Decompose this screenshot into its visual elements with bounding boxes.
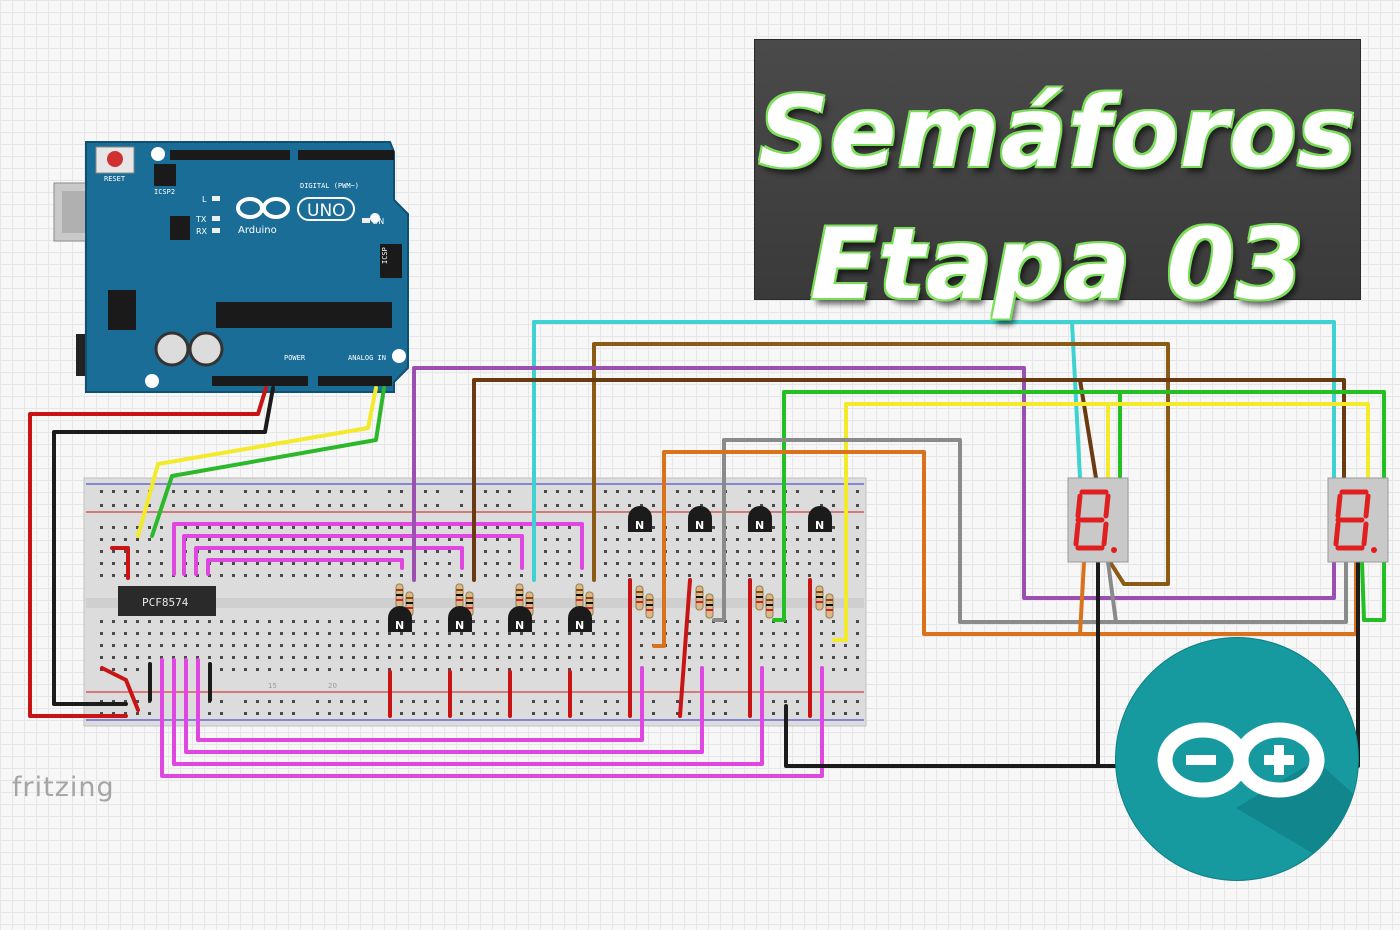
red-wire-5v: [28, 386, 268, 718]
wires: [28, 320, 1386, 778]
pcf8574-chip: PCF8574: [118, 586, 216, 616]
board-brand-label: Arduino: [238, 225, 277, 236]
resistor-1: [455, 583, 464, 609]
arduino-infinity-icon: [236, 197, 290, 219]
magenta-wire-3: [194, 546, 464, 576]
resistor-105: [705, 593, 714, 619]
transistor-label: N: [455, 619, 464, 632]
red-wire-chip: [100, 666, 140, 712]
reset-label: RESET: [104, 175, 126, 183]
gray-wire: [712, 438, 1348, 624]
magenta-wire-6: [172, 658, 764, 766]
resistor-104: [645, 593, 654, 619]
transistor-label: N: [575, 619, 584, 632]
arduino-logo: [1116, 638, 1358, 880]
magenta-wire-1: [172, 522, 584, 576]
yellow-wire-display: [832, 402, 1370, 642]
infinity-logo-icon: [1157, 722, 1325, 798]
resistor-6: [755, 585, 764, 611]
npn-transistor-7: N: [808, 506, 832, 532]
resistor-0: [395, 583, 404, 609]
brown-wire: [592, 342, 1170, 586]
resistor-2: [515, 583, 524, 609]
resistor-7: [815, 585, 824, 611]
icsp2-label: ICSP2: [154, 188, 175, 196]
dark-brown-wire-2: [1078, 378, 1098, 480]
cyan-wire: [532, 320, 1336, 582]
magenta-wire-4: [206, 558, 404, 576]
purple-wire: [412, 366, 1336, 600]
resistor-4: [635, 585, 644, 611]
tx-led-label: TX: [195, 215, 207, 224]
minus-icon: [1186, 755, 1216, 765]
magenta-wire-5: [160, 658, 824, 778]
transistor-array: N N N N N N N N: [388, 506, 834, 632]
plus-icon: [1264, 745, 1294, 775]
seven-segment-display-2: [1327, 477, 1389, 563]
on-led-label: ON: [372, 217, 384, 226]
power-label: POWER: [284, 354, 306, 362]
npn-transistor-2: N: [508, 606, 532, 632]
resistor-5: [695, 585, 704, 611]
breadboard-number-15: 15: [268, 682, 277, 690]
cyan-wire-2: [1070, 320, 1082, 480]
digital-label: DIGITAL (PWM~): [300, 182, 359, 190]
title-line-2: Etapa 03: [810, 208, 1305, 322]
analog-label: ANALOG IN: [348, 354, 386, 362]
orange-wire-2: [1078, 560, 1086, 636]
npn-transistor-4: N: [628, 506, 652, 532]
magenta-wire-2: [182, 534, 524, 576]
pcf8574-label: PCF8574: [142, 596, 189, 609]
transistor-label: N: [755, 519, 764, 532]
transistor-label: N: [695, 519, 704, 532]
transistor-label: N: [395, 619, 404, 632]
black-wire-gnd: [52, 386, 275, 706]
resistor-107: [825, 593, 834, 619]
resistor-3: [575, 583, 584, 609]
magenta-wire-8: [196, 658, 644, 742]
fritzing-watermark: fritzing: [12, 772, 115, 803]
rx-led-label: RX: [196, 227, 208, 236]
npn-transistor-5: N: [688, 506, 712, 532]
npn-transistor-1: N: [448, 606, 472, 632]
npn-transistor-0: N: [388, 606, 412, 632]
title-banner: Semáforos Etapa 03: [754, 39, 1361, 320]
green-wire-scl: [150, 386, 386, 538]
seven-segment-display-1: [1067, 477, 1129, 563]
yellow-wire-sda: [136, 386, 378, 538]
breadboard: 15 20: [83, 477, 867, 727]
icsp-label: ICSP: [381, 247, 389, 264]
l-led-label: L: [202, 195, 207, 204]
lime-wire: [772, 390, 1386, 622]
npn-transistor-6: N: [748, 506, 772, 532]
black-wire-displays: [784, 560, 1100, 768]
dark-brown-wire: [472, 378, 1346, 582]
board-model-label: UNO: [307, 201, 346, 221]
arduino-uno-board: RESET ICSP2 DIGITAL (PWM~) L TX RX UNO A…: [53, 141, 409, 393]
title-line-1: Semáforos: [758, 76, 1357, 190]
npn-transistor-3: N: [568, 606, 592, 632]
red-wire-vcc: [110, 546, 130, 580]
transistor-label: N: [635, 519, 644, 532]
breadboard-number-20: 20: [328, 682, 337, 690]
resistor-106: [765, 593, 774, 619]
transistor-label: N: [515, 619, 524, 632]
magenta-wire-7: [184, 658, 704, 754]
gray-wire-2: [1106, 560, 1118, 624]
transistor-label: N: [815, 519, 824, 532]
